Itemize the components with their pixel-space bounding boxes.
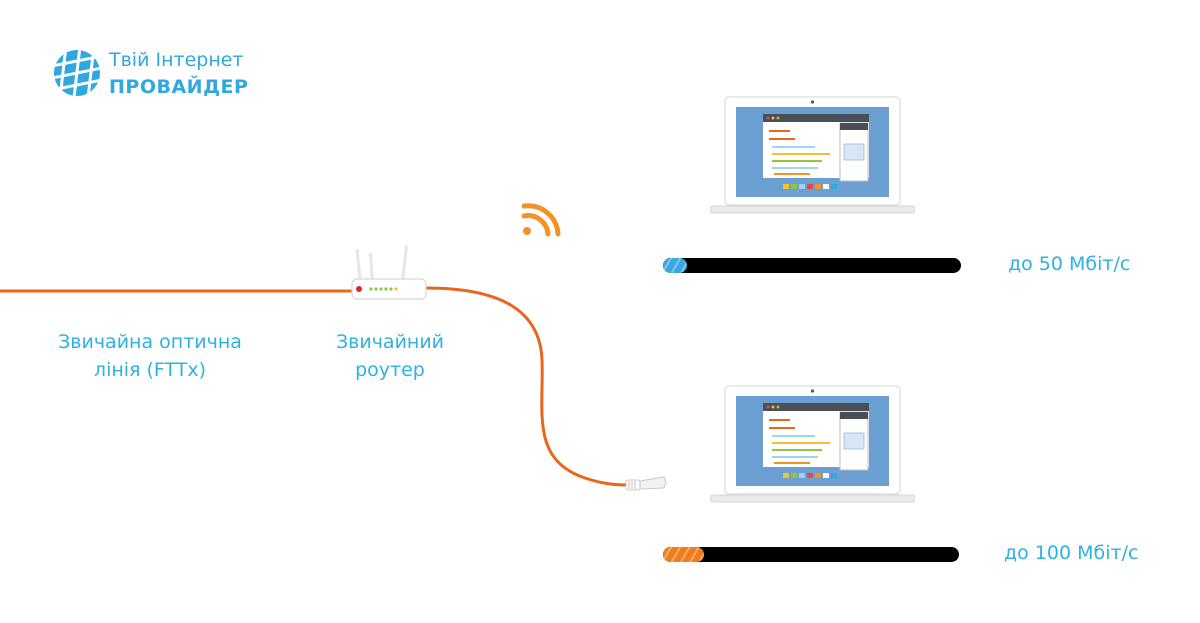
speed-bar-cable [663, 547, 959, 562]
wifi-signal-icon [521, 203, 561, 237]
speed-bar-wifi [663, 258, 961, 273]
router-caption-line1: Звичайний [335, 331, 445, 353]
router-icon [351, 245, 427, 300]
laptop-icon [710, 385, 915, 503]
fiber-line-caption-line1: Звичайна оптична [58, 331, 242, 353]
speed-label-wifi: до 50 Мбіт/с [1008, 253, 1131, 275]
globe-icon [54, 50, 100, 96]
router-caption: Звичайний роутер [310, 328, 470, 384]
fiber-line-caption: Звичайна оптична лінія (FTTx) [30, 328, 270, 384]
speed-label-cable: до 100 Мбіт/с [1004, 542, 1139, 564]
speed-bar-fill [663, 547, 705, 562]
fiber-line-caption-line2: лінія (FTTx) [93, 359, 207, 381]
brand-subtitle: ПРОВАЙДЕР [109, 76, 249, 98]
brand-title: Твій Інтернет [109, 49, 244, 71]
speed-bar-fill [663, 258, 687, 273]
ethernet-cable [425, 286, 629, 487]
brand-logo: Твій Інтернет ПРОВАЙДЕР [52, 46, 312, 106]
ethernet-plug-icon [625, 476, 667, 491]
laptop-icon [710, 96, 915, 214]
router-caption-line2: роутер [355, 359, 425, 381]
